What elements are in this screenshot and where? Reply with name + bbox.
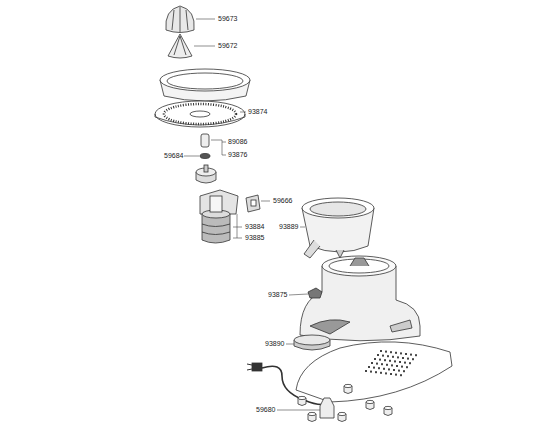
vent-hole — [406, 366, 408, 368]
vent-hole — [405, 353, 407, 355]
vent-hole — [404, 362, 406, 364]
vent-hole — [375, 371, 377, 373]
vent-hole — [395, 374, 397, 376]
vent-hole — [392, 356, 394, 358]
vent-hole — [400, 374, 402, 376]
callout-number: 59672 — [217, 42, 238, 50]
vent-hole — [397, 356, 399, 358]
vent-hole — [380, 350, 382, 352]
vent-hole — [409, 362, 411, 364]
callout-number: 93889 — [278, 223, 299, 231]
callout-number: 93890 — [264, 340, 285, 348]
vent-hole — [388, 368, 390, 370]
vent-hole — [395, 352, 397, 354]
callout-number: 89086 — [227, 138, 248, 146]
vent-hole — [386, 364, 388, 366]
vent-hole — [401, 366, 403, 368]
vent-hole — [384, 359, 386, 361]
vent-hole — [403, 370, 405, 372]
rubber-foot-top — [338, 412, 346, 415]
callout-number: 93874 — [247, 108, 268, 116]
vent-hole — [391, 364, 393, 366]
vent-hole — [387, 355, 389, 357]
vent-hole — [412, 358, 414, 360]
vent-hole — [376, 363, 378, 365]
vent-hole — [390, 373, 392, 375]
vent-hole — [393, 369, 395, 371]
vent-hole — [415, 354, 417, 356]
callout-number: 93875 — [267, 291, 288, 299]
rubber-foot-top — [366, 400, 374, 403]
vent-hole — [371, 362, 373, 364]
vent-hole — [378, 367, 380, 369]
rubber-foot-top — [344, 384, 352, 387]
vent-hole — [379, 359, 381, 361]
vent-hole — [377, 354, 379, 356]
vent-hole — [390, 351, 392, 353]
vent-hole — [382, 355, 384, 357]
rubber-foot-top — [308, 412, 316, 415]
vent-hole — [394, 360, 396, 362]
rubber-foot-top — [384, 406, 392, 409]
vent-hole — [402, 357, 404, 359]
vent-hole — [365, 370, 367, 372]
vent-hole — [407, 358, 409, 360]
rubber-foot-top — [298, 396, 306, 399]
vent-hole — [389, 360, 391, 362]
callout-number: 93885 — [244, 234, 265, 242]
vent-hole — [383, 368, 385, 370]
callout-number: 93884 — [244, 223, 265, 231]
vent-hole — [368, 366, 370, 368]
vent-hole — [396, 365, 398, 367]
vent-hole — [385, 372, 387, 374]
callout-number: 59666 — [272, 197, 293, 205]
vent-hole — [399, 361, 401, 363]
callout-number: 59684 — [163, 152, 184, 160]
vent-hole — [385, 351, 387, 353]
vent-hole — [400, 352, 402, 354]
vent-hole — [374, 358, 376, 360]
vent-hole — [410, 354, 412, 356]
callout-number: 59680 — [255, 406, 276, 414]
vent-hole — [398, 370, 400, 372]
callout-number: 93876 — [227, 151, 248, 159]
vent-hole — [373, 367, 375, 369]
vent-hole — [381, 363, 383, 365]
vent-hole — [380, 372, 382, 374]
callout-number: 59673 — [217, 15, 238, 23]
vent-hole — [370, 371, 372, 373]
